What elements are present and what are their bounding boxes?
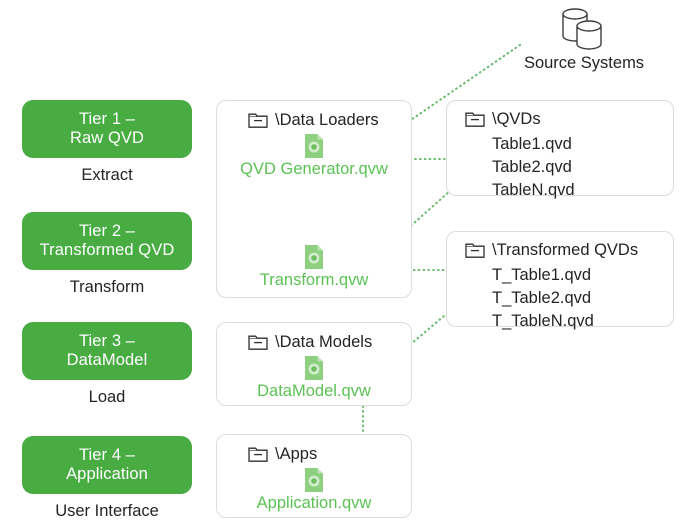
tier-pill-1-line1: Tier 1 – xyxy=(78,109,136,128)
list-item: T_Table1.qvd xyxy=(492,266,592,284)
data-models-title: \Data Models xyxy=(275,333,373,351)
tier-pill-3-line1: Tier 3 – xyxy=(78,331,136,350)
tier-pill-2-line2: Transformed QVD xyxy=(39,241,175,259)
tier-pill-2[interactable]: Tier 2 – Transformed QVD xyxy=(22,212,192,270)
tier-pill-4-line1: Tier 4 – xyxy=(78,445,136,464)
data-models-header: \Data Models xyxy=(248,333,372,352)
folder-card-apps[interactable]: \Apps Application.qvw xyxy=(216,434,412,518)
qvw-file-icon xyxy=(305,245,323,269)
folder-icon xyxy=(248,335,268,350)
folder-card-transformed-qvds[interactable]: \Transformed QVDs T_Table1.qvd T_Table2.… xyxy=(446,231,674,330)
tier-caption-2: Transform xyxy=(69,278,145,296)
apps-title: \Apps xyxy=(275,445,318,463)
tier-block-2: Tier 2 – Transformed QVD Transform xyxy=(22,212,192,297)
data-loaders-title: \Data Loaders xyxy=(275,111,379,129)
folder-icon xyxy=(465,112,485,127)
qvds-header: \QVDs xyxy=(465,110,541,129)
folder-card-qvds[interactable]: \QVDs Table1.qvd Table2.qvd TableN.qvd xyxy=(446,100,674,199)
list-item: T_TableN.qvd xyxy=(492,311,594,330)
qvw-file-icon xyxy=(305,134,323,158)
qvds-file-list: Table1.qvd Table2.qvd TableN.qvd xyxy=(492,133,575,201)
tier-caption-1: Extract xyxy=(81,166,133,184)
tier-pill-3[interactable]: Tier 3 – DataModel xyxy=(22,322,192,380)
list-item: Table2.qvd xyxy=(492,157,572,176)
source-systems: Source Systems xyxy=(489,4,679,73)
folder-card-data-models[interactable]: \Data Models DataModel.qvw xyxy=(216,322,412,406)
tier-block-3: Tier 3 – DataModel Load xyxy=(22,322,192,407)
file-application-label: Application.qvw xyxy=(256,494,372,512)
transformed-qvds-file-list: T_Table1.qvd T_Table2.qvd T_TableN.qvd xyxy=(492,264,594,332)
file-qvd-generator[interactable]: QVD Generator.qvw xyxy=(217,133,411,179)
transformed-qvds-title: \Transformed QVDs xyxy=(492,241,639,259)
file-application[interactable]: Application.qvw xyxy=(217,467,411,513)
list-item: Table1.qvd xyxy=(492,135,572,153)
qvw-file-icon xyxy=(305,468,323,492)
folder-icon xyxy=(248,113,268,128)
source-systems-label: Source Systems xyxy=(523,54,645,72)
transformed-qvds-header: \Transformed QVDs xyxy=(465,241,638,260)
folder-icon xyxy=(248,447,268,462)
tier-pill-4[interactable]: Tier 4 – Application xyxy=(22,436,192,494)
file-datamodel-label: DataModel.qvw xyxy=(257,382,371,400)
file-transform-label: Transform.qvw xyxy=(259,271,369,289)
database-cylinders-icon xyxy=(562,8,602,50)
tier-pill-1[interactable]: Tier 1 – Raw QVD xyxy=(22,100,192,158)
file-transform[interactable]: Transform.qvw xyxy=(217,244,411,290)
tier-caption-4: User Interface xyxy=(55,502,159,520)
folder-card-data-loaders[interactable]: \Data Loaders QVD Generator.qvw Transfor… xyxy=(216,100,412,298)
tier-block-1: Tier 1 – Raw QVD Extract xyxy=(22,100,192,185)
list-item: T_Table2.qvd xyxy=(492,288,592,307)
file-qvd-generator-label: QVD Generator.qvw xyxy=(240,160,388,178)
qvds-title: \QVDs xyxy=(492,110,541,128)
file-datamodel[interactable]: DataModel.qvw xyxy=(217,355,411,401)
qvw-file-icon xyxy=(305,356,323,380)
tier-caption-3: Load xyxy=(88,388,126,406)
apps-header: \Apps xyxy=(248,445,317,464)
tier-pill-3-line2: DataModel xyxy=(66,351,148,369)
tier-block-4: Tier 4 – Application User Interface xyxy=(22,436,192,521)
tier-pill-1-line2: Raw QVD xyxy=(69,129,145,147)
folder-icon xyxy=(465,243,485,258)
tier-pill-2-line1: Tier 2 – xyxy=(78,221,136,240)
tier-pill-4-line2: Application xyxy=(66,465,148,483)
data-loaders-header: \Data Loaders xyxy=(248,111,379,130)
list-item: TableN.qvd xyxy=(492,180,575,199)
